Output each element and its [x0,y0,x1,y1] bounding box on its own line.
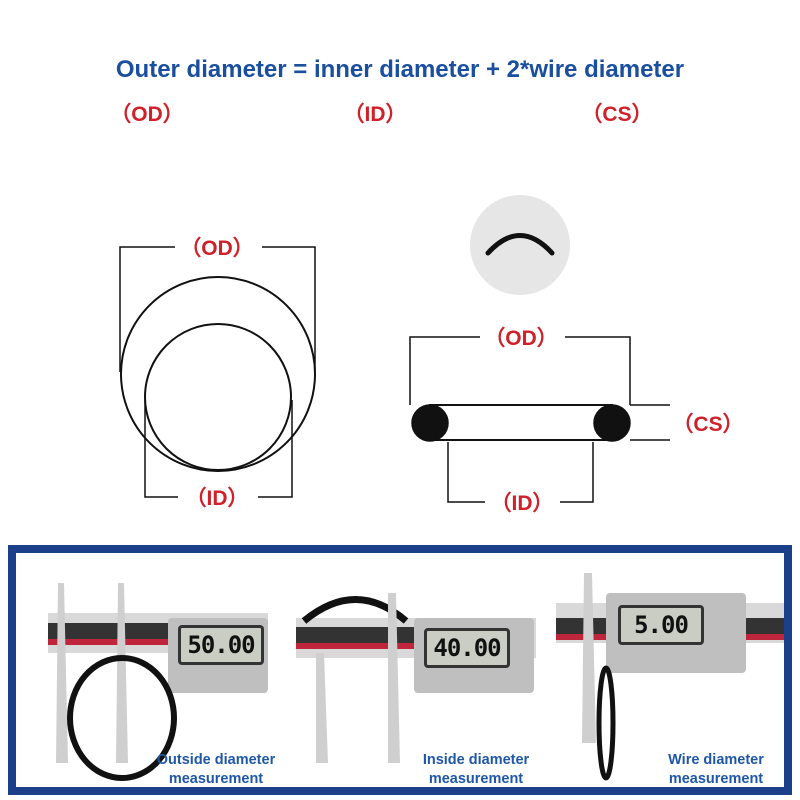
caliper-photo-outside: 50.00 [28,563,268,783]
legend-od: （OD） [110,103,184,126]
caliper-reading: 40.00 [424,628,510,668]
formula-title: Outer diameter = inner diameter + 2*wire… [115,56,685,83]
outer-circle [120,276,316,472]
inner-circle [144,323,292,471]
id-bracket-right [258,400,293,498]
front-od-label: （OD） [180,237,254,260]
side-od-label: （OD） [484,327,558,350]
caption-line: measurement [168,771,264,787]
measurement-panel: 50.00 Outside diameter measurement 40.00… [8,545,792,795]
legend-id: （ID） [343,103,407,126]
caliper-reading: 50.00 [178,625,264,665]
cross-section-icon [470,195,570,295]
caliper-reading: 5.00 [618,605,704,645]
side-cs-label: （CS） [672,413,744,436]
caption-line: Wire diameter [668,752,764,768]
oring-diagrams [119,195,670,503]
caption-line: Outside diameter [156,752,276,768]
id-bracket-left [144,400,178,498]
caption-line: measurement [428,771,524,787]
side-view-diagram [409,336,670,503]
caption-wire: Wire diameter measurement [646,751,786,789]
od-bracket-left [119,246,175,372]
front-view-diagram [119,246,316,498]
caliper-photo-wire: 5.00 [556,563,784,783]
caption-line: measurement [668,771,764,787]
side-id-label: （ID） [490,492,554,515]
front-id-label: （ID） [185,487,249,510]
caption-outside: Outside diameter measurement [136,751,296,789]
od-bracket-right [262,246,316,372]
caliper-photo-inside: 40.00 [296,563,536,783]
caption-line: Inside diameter [422,752,530,768]
caption-inside: Inside diameter measurement [396,751,556,789]
legend-cs: （CS） [581,103,653,126]
